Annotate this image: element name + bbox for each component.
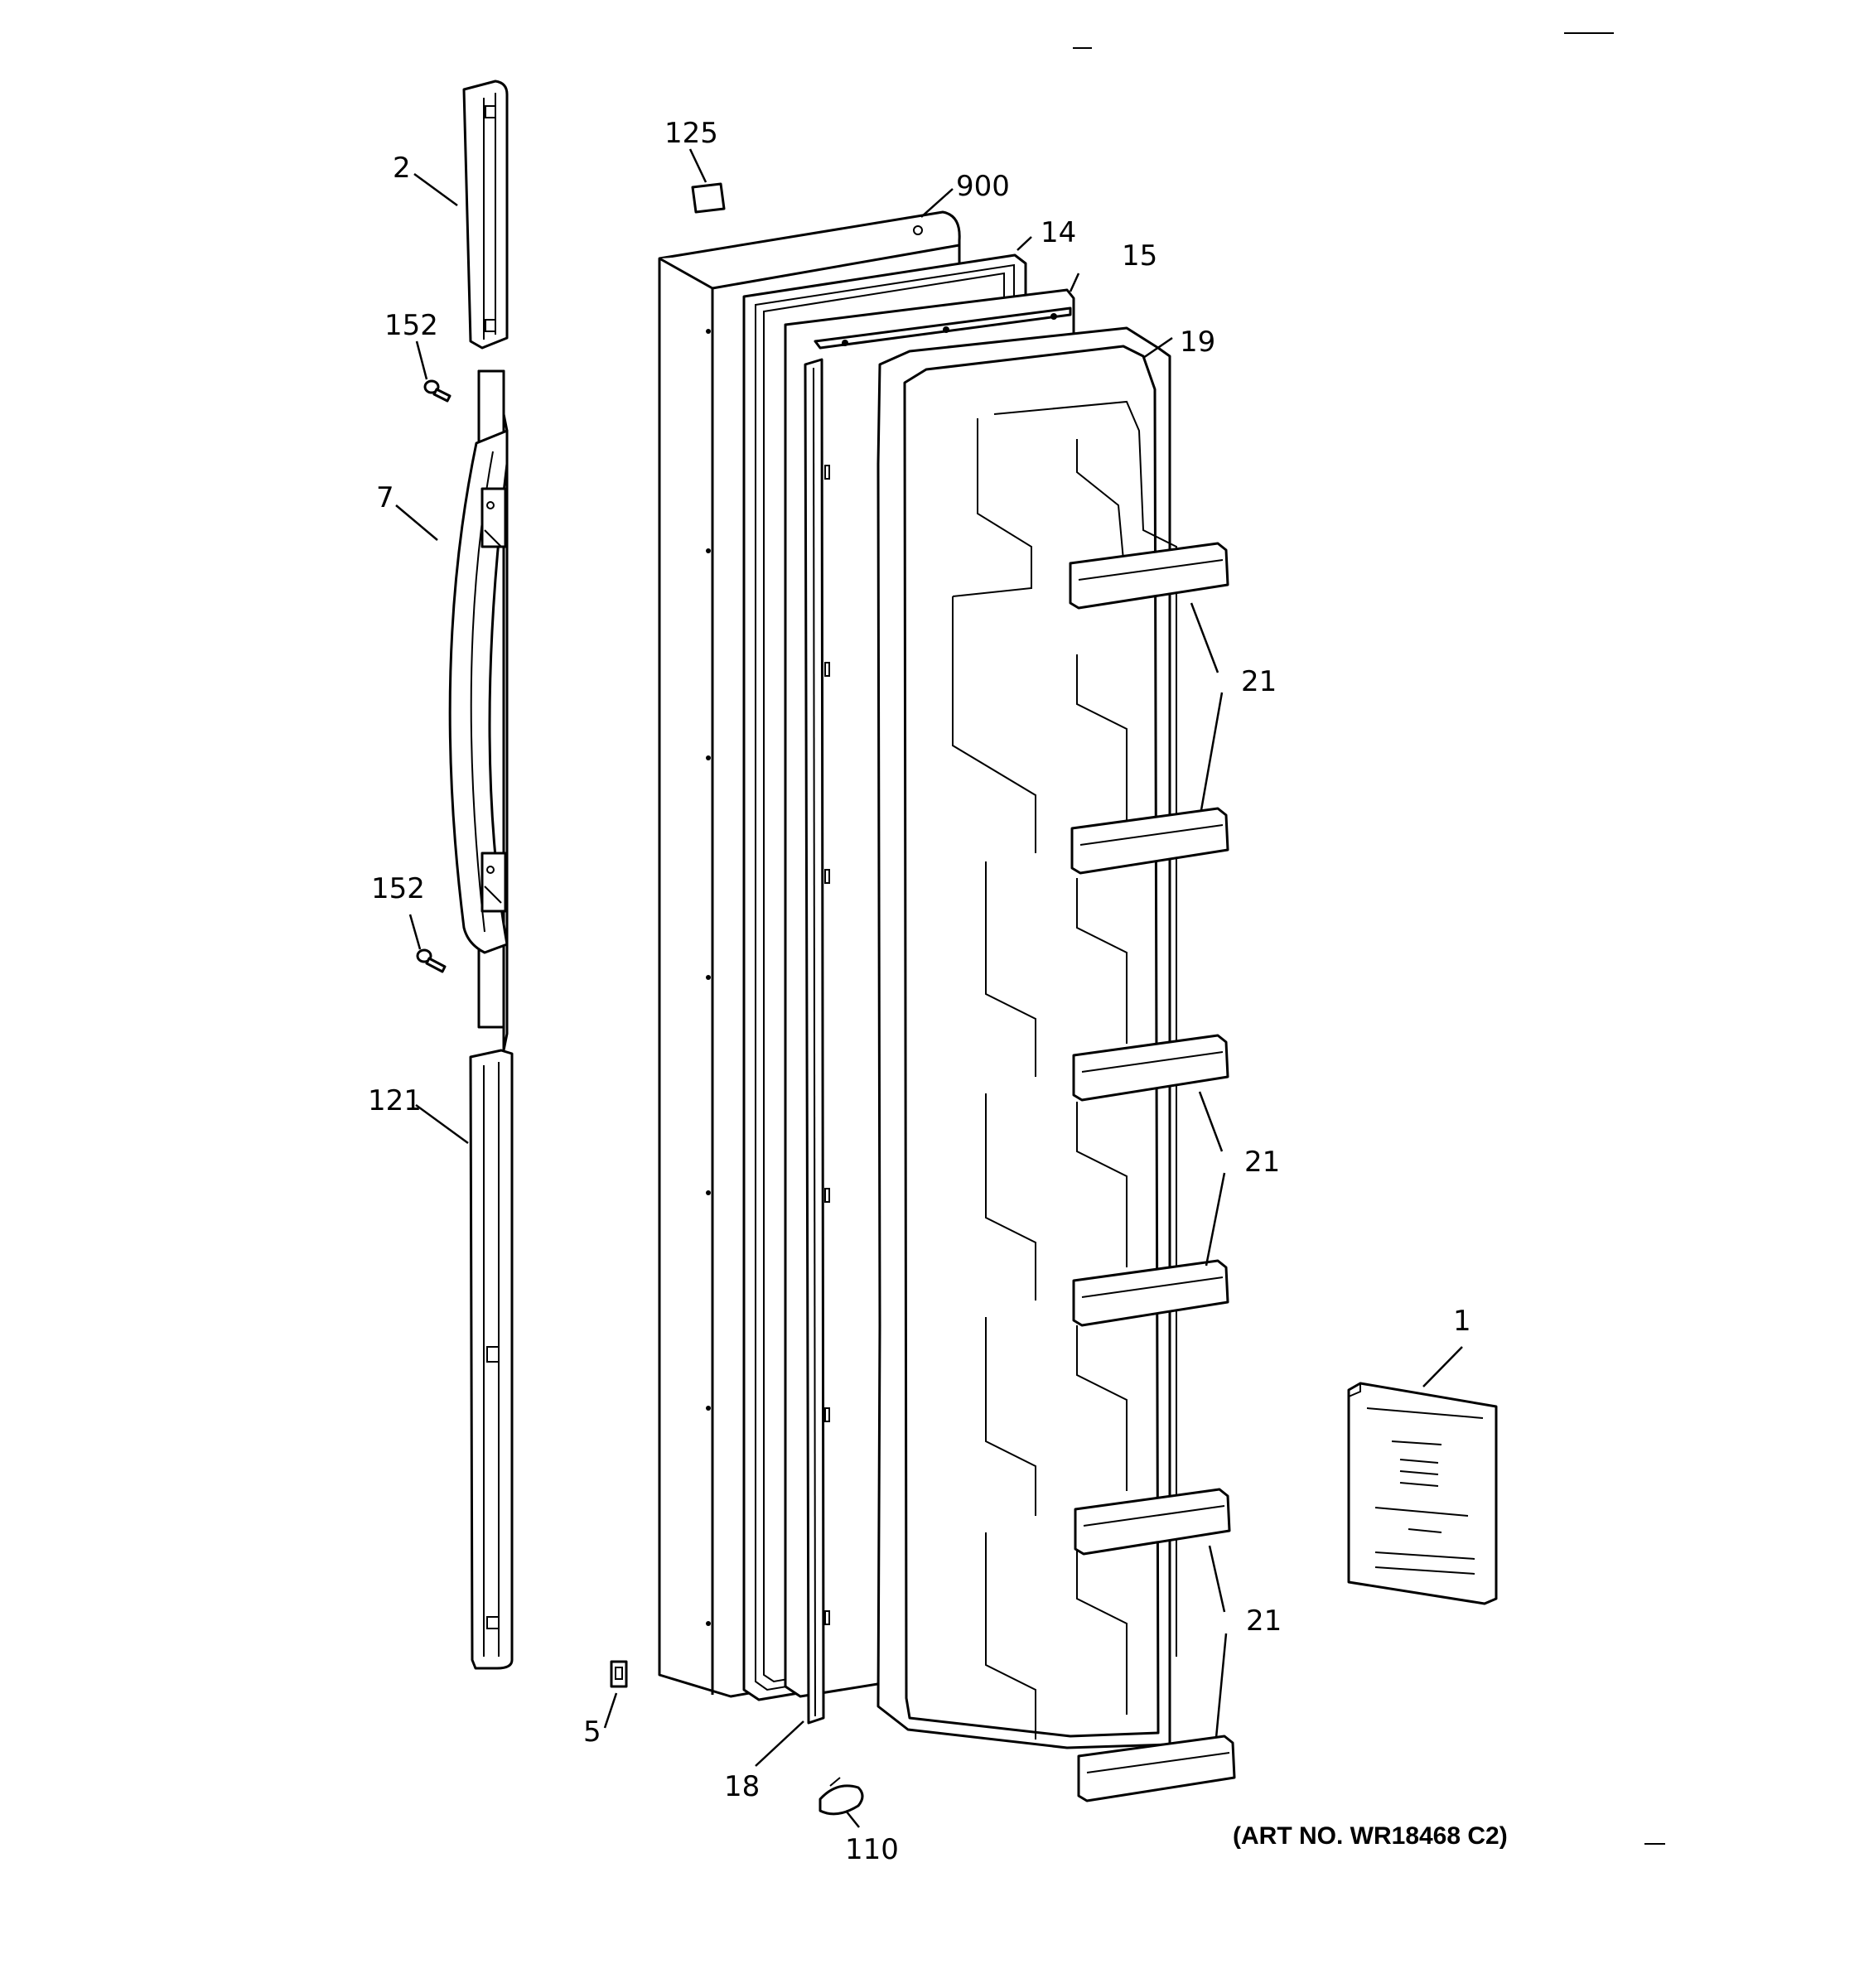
screw-bottom — [416, 948, 447, 973]
rail-4 — [1072, 1259, 1229, 1327]
label-18: 18 — [724, 1770, 760, 1803]
label-152-bottom: 152 — [371, 872, 425, 905]
door-stop-clip — [610, 1660, 628, 1688]
door-rails — [1069, 542, 1236, 1802]
label-21-bottom: 21 — [1246, 1604, 1282, 1638]
label-5: 5 — [583, 1715, 601, 1749]
label-21-top: 21 — [1241, 665, 1277, 698]
label-125: 125 — [664, 117, 718, 150]
rail-5 — [1074, 1488, 1231, 1556]
label-900: 900 — [956, 170, 1010, 203]
liner-slots — [824, 465, 830, 1625]
label-152-top: 152 — [384, 309, 438, 342]
top-handle-trim — [462, 80, 509, 350]
inner-door-liner — [876, 326, 1177, 1749]
booklet-print-lines — [1366, 1407, 1484, 1575]
rail-1 — [1069, 542, 1229, 610]
literature-booklet — [1347, 1382, 1498, 1605]
label-19: 19 — [1180, 326, 1215, 359]
label-15: 15 — [1122, 239, 1157, 273]
door-handle — [448, 369, 509, 1052]
label-1: 1 — [1453, 1305, 1471, 1338]
art-number: (ART NO. WR18468 C2) — [1233, 1822, 1508, 1850]
label-14: 14 — [1041, 216, 1076, 249]
label-2: 2 — [393, 152, 411, 185]
label-121: 121 — [368, 1084, 422, 1117]
label-7: 7 — [376, 481, 394, 514]
top-plug — [691, 182, 726, 214]
leader-lines — [395, 148, 1463, 1828]
label-21-middle: 21 — [1244, 1146, 1280, 1179]
panel-holes — [706, 329, 711, 1626]
label-110: 110 — [845, 1833, 899, 1866]
screw-top — [423, 379, 452, 403]
cam-plug — [819, 1777, 864, 1816]
breaker-strip — [804, 358, 825, 1725]
bottom-handle-trim — [469, 1049, 514, 1670]
rail-3 — [1072, 1034, 1229, 1102]
corner-marks — [1073, 32, 1665, 1845]
rail-2 — [1070, 807, 1229, 875]
rail-6 — [1077, 1735, 1236, 1802]
callout-labels: 125 900 14 15 19 2 152 7 152 121 21 21 2… — [368, 117, 1471, 1866]
